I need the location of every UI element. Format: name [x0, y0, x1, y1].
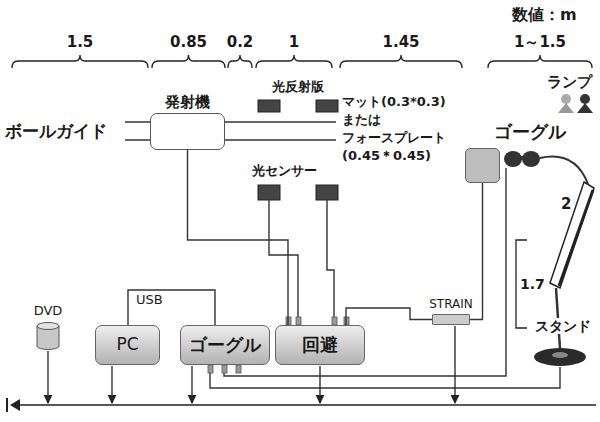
part-label: ボールガイド [4, 123, 108, 140]
screen-stand [534, 182, 594, 366]
dvd-drive: DVD [36, 322, 60, 350]
pin [236, 365, 241, 373]
bus-arrow [111, 366, 112, 403]
bus-arrows [48, 326, 455, 403]
dimension: 1.45 [382, 34, 419, 51]
box-text: 回避 [302, 335, 338, 356]
cylinder-top [37, 323, 59, 330]
sensor-wire [269, 200, 298, 318]
dimension-brackets [12, 55, 592, 328]
part-label: 光センサー [252, 164, 317, 179]
pin [332, 317, 337, 325]
lamp [580, 94, 590, 104]
lamp [561, 94, 571, 104]
dimension: 1 [289, 34, 299, 51]
box-heading: マット(0.3*0.3) または フォースプレート (0.45＊0.45) [342, 93, 462, 165]
dimension-bracket [488, 55, 592, 68]
sensor-wire [327, 200, 334, 318]
reflector [316, 100, 338, 112]
cylinder-outline [36, 322, 60, 350]
pc-box: PC [95, 325, 160, 365]
light-sensor [258, 185, 280, 200]
box-heading: 発射機 [165, 94, 210, 111]
avoidance-box: 回避 [275, 325, 365, 365]
lamp [577, 103, 593, 113]
light-sensor [316, 185, 338, 200]
box-heading: STRAIN [429, 298, 473, 312]
wire-label: USB [134, 293, 165, 308]
signal-wire [128, 290, 215, 325]
dimension-bracket [152, 55, 225, 68]
pin [222, 365, 227, 373]
strain-amp: STRAIN [432, 314, 470, 325]
pin [208, 365, 213, 373]
pin [296, 317, 301, 325]
stand-wire [210, 367, 560, 388]
stand-base-highlight [552, 352, 568, 358]
bus [6, 326, 596, 412]
part-label: ゴーグル [494, 122, 566, 143]
bus-arrow [319, 366, 320, 403]
lamp-icons [558, 94, 593, 113]
goggle-cord [540, 156, 588, 184]
box-text: ゴーグル [189, 335, 261, 356]
dimension: 1.5 [67, 34, 94, 51]
dimension-bracket [12, 55, 148, 68]
reflector [258, 100, 280, 112]
dimension: 1.7 [520, 276, 545, 292]
part-label: スタンド [534, 318, 592, 334]
bus-end-arrow [10, 399, 20, 411]
goggle-controller-box: ゴーグル [180, 325, 270, 365]
bus-line [20, 404, 596, 406]
part-label: ランプ [547, 74, 592, 91]
dimension-bracket [256, 55, 332, 68]
unit-note: 数値：m [512, 6, 577, 24]
signal-wire [346, 308, 432, 325]
dimension: 0.2 [227, 34, 254, 51]
screen-edge [559, 190, 593, 286]
dimension: 2 [561, 196, 571, 213]
box-text: PC [116, 335, 138, 355]
bus-arrow [191, 366, 192, 403]
mat-plate: マット(0.3*0.3) または フォースプレート (0.45＊0.45) [465, 148, 500, 183]
bus-arrow [47, 351, 48, 403]
bus-end-bar [6, 398, 8, 412]
goggles-icon [504, 151, 588, 184]
bus-arrow [454, 326, 455, 403]
box-heading: DVD [34, 304, 63, 319]
dimension: 1～1.5 [514, 34, 566, 51]
launcher-box: 発射機 [150, 113, 225, 150]
dimension-bracket [228, 55, 252, 68]
screen-panel [550, 182, 594, 288]
part-label: 光反射版 [272, 80, 324, 95]
lamp [558, 103, 574, 113]
dimension-bracket [340, 55, 462, 68]
dimension: 0.85 [170, 34, 207, 51]
stand-base [534, 348, 586, 366]
goggle-bridge [519, 156, 525, 160]
